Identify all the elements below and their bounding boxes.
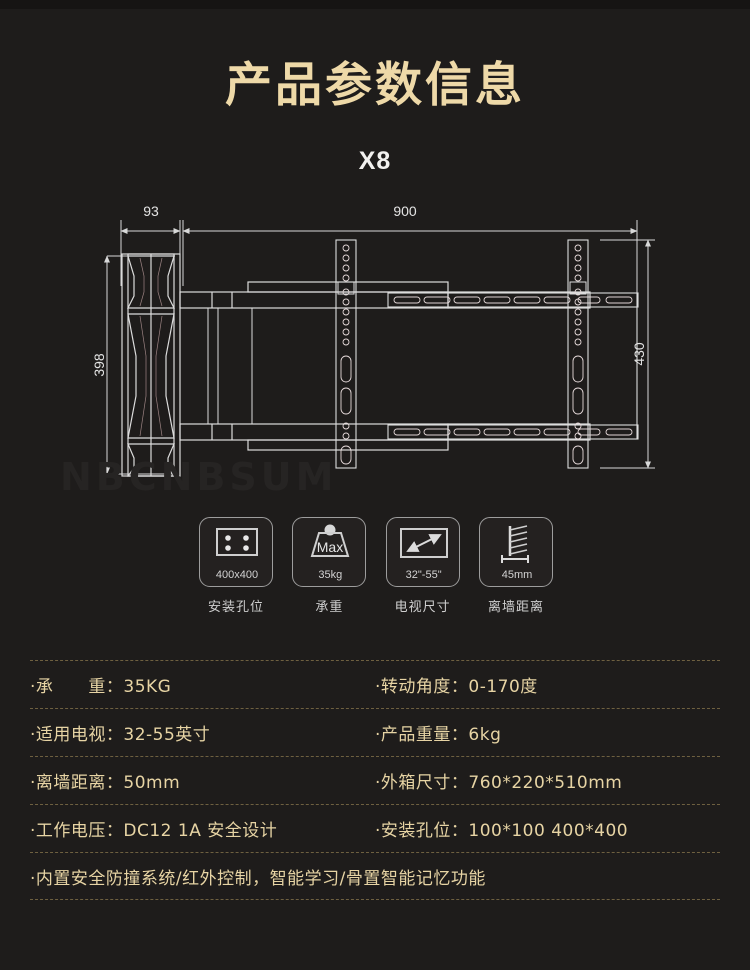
- model-name: X8: [358, 147, 392, 175]
- feature-tv-size: 32"-55" 电视尺寸: [383, 517, 463, 627]
- spec-mounting-holes: ·安装孔位：100*100 400*400: [375, 821, 629, 841]
- wall-distance-icon: [480, 523, 554, 563]
- dim-label-93: 93: [143, 203, 159, 219]
- top-edge-strip: [0, 0, 750, 9]
- spec-tv-size: ·适用电视：32-55英寸: [30, 725, 211, 745]
- feature-icon-row: 400x400 安装孔位 Max 35kg 承重: [196, 517, 556, 627]
- spec-wall-distance: ·离墙距离：50mm: [30, 773, 181, 793]
- max-weight-glyph-text: Max: [317, 539, 343, 555]
- feature-value: 35kg: [318, 569, 343, 581]
- brand-watermark: NBCNBSUM: [60, 455, 338, 499]
- feature-card: 400x400: [199, 517, 273, 587]
- spec-rotation-angle: ·转动角度：0-170度: [375, 677, 538, 697]
- feature-caption: 安装孔位: [207, 600, 264, 615]
- max-weight-icon: Max: [293, 523, 367, 563]
- tv-size-icon: [387, 523, 461, 563]
- spec-row: ·离墙距离：50mm ·外箱尺寸：760*220*510mm: [30, 756, 720, 804]
- feature-mounting-holes: 400x400 安装孔位: [196, 517, 276, 627]
- feature-caption: 离墙距离: [487, 600, 544, 615]
- spec-row: ·承 重：35KG ·转动角度：0-170度: [30, 660, 720, 708]
- spec-features: ·内置安全防撞系统/红外控制，智能学习/骨置智能记忆功能: [30, 868, 486, 889]
- feature-card: 32"-55": [385, 517, 461, 587]
- specification-table: ·承 重：35KG ·转动角度：0-170度 ·适用电视：32-55英寸 ·产品…: [30, 660, 720, 900]
- dim-label-900: 900: [393, 203, 417, 219]
- feature-value: 45mm: [501, 569, 533, 581]
- feature-value: 32"-55": [405, 569, 442, 581]
- spec-product-weight: ·产品重量：6kg: [375, 725, 502, 745]
- dim-label-398: 398: [91, 353, 107, 377]
- feature-max-weight: Max 35kg 承重: [289, 517, 369, 627]
- spec-row-footer: ·内置安全防撞系统/红外控制，智能学习/骨置智能记忆功能: [30, 852, 720, 900]
- page-title: 产品参数信息: [225, 58, 525, 113]
- spec-voltage: ·工作电压：DC12 1A 安全设计: [30, 821, 278, 841]
- spec-load-capacity: ·承 重：35KG: [30, 677, 172, 697]
- feature-wall-distance: 45mm 离墙距离: [476, 517, 556, 627]
- feature-card: 45mm: [478, 517, 554, 587]
- dim-label-430: 430: [631, 342, 647, 366]
- spec-row: ·适用电视：32-55英寸 ·产品重量：6kg: [30, 708, 720, 756]
- feature-caption: 电视尺寸: [394, 600, 451, 615]
- feature-value: 400x400: [215, 569, 259, 581]
- spec-carton-size: ·外箱尺寸：760*220*510mm: [375, 773, 623, 793]
- technical-drawing: 93 900 398 430: [0, 196, 750, 506]
- feature-caption: 承重: [315, 600, 344, 615]
- mounting-holes-icon: [200, 523, 274, 563]
- spec-row: ·工作电压：DC12 1A 安全设计 ·安装孔位：100*100 400*400: [30, 804, 720, 852]
- feature-card: Max 35kg: [292, 517, 367, 587]
